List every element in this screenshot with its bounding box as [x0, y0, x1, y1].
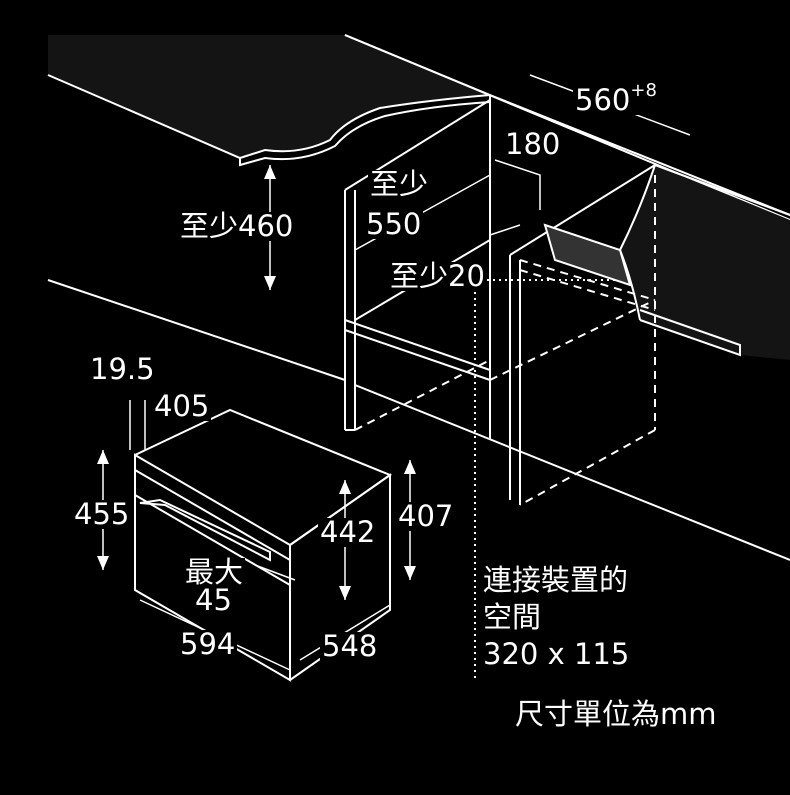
dim-405: 405: [152, 389, 212, 423]
connection-box: [543, 223, 632, 287]
dim-45: 45: [193, 583, 234, 617]
dim-560-value: 560: [575, 83, 631, 117]
dim-19-5: 19.5: [88, 352, 157, 386]
connection-space-dotted: [474, 279, 630, 680]
dim-20: 至少20: [388, 259, 487, 293]
dim-max-label: 最大: [183, 555, 246, 589]
floor-line: [47, 279, 790, 561]
countertop-top-surface: [48, 35, 490, 158]
dim-455: 455: [72, 497, 132, 531]
unit-note: 尺寸單位為mm: [513, 697, 719, 731]
cabinet-right-panel: [509, 255, 521, 505]
dim-180: 180: [503, 127, 563, 161]
connection-space-line3: 320 x 115: [481, 637, 632, 671]
countertop-edge: [47, 34, 491, 167]
dim-442: 442: [318, 515, 378, 549]
dim-407: 407: [396, 499, 456, 533]
oven-handle: [139, 498, 271, 562]
dim-depth-label: 至少: [368, 167, 431, 201]
dim-550: 550: [364, 207, 424, 241]
back-wall-line: [344, 34, 790, 221]
right-countertop: [620, 165, 790, 360]
dim-560: 560+8: [573, 82, 659, 117]
dim-460: 至少460: [178, 209, 296, 243]
cabinet-left-panel: [344, 190, 356, 431]
oven-panel: [134, 469, 291, 586]
connection-space-line1: 連接裝置的: [481, 563, 631, 597]
connection-space-line2: 空間: [481, 600, 544, 634]
dim-594: 594: [178, 627, 238, 661]
dim-548: 548: [320, 629, 380, 663]
niche-dashed: [354, 175, 656, 506]
dim-560-tolerance: +8: [630, 80, 657, 101]
